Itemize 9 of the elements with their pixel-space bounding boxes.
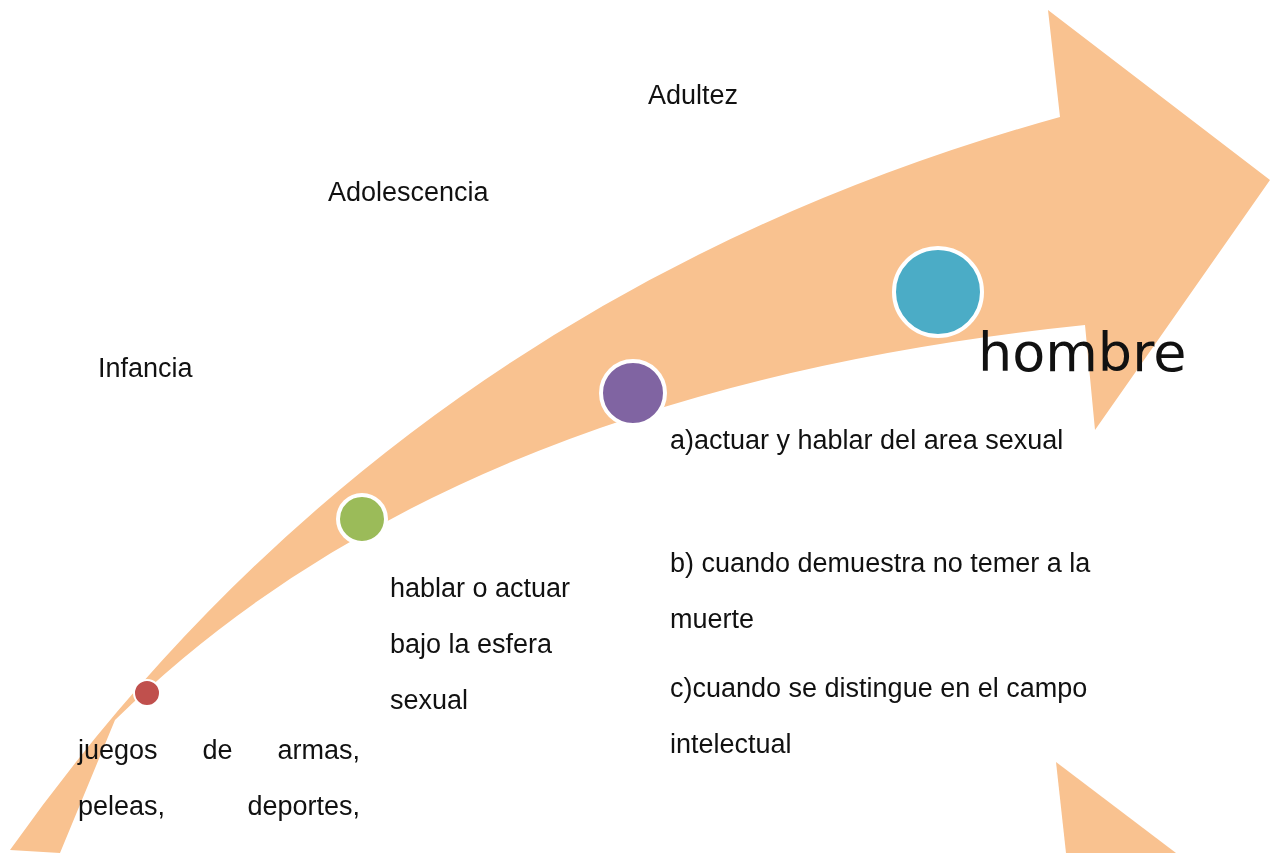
description-text: hablar o actuar bajo la esfera sexual: [390, 572, 572, 717]
description-text: a)actuar y hablar del area sexual: [670, 424, 1065, 457]
circle-marker: [133, 679, 161, 707]
stage-label: Infancia: [98, 352, 193, 385]
node-caption: hombre: [978, 320, 1188, 386]
stage-label: Adolescencia: [328, 176, 489, 209]
stage-label: Adultez: [648, 79, 739, 112]
description-text: juegos de armas, peleas, deportes,: [78, 734, 360, 823]
description-text: c)cuando se distingue en el campo intelectual: [670, 672, 1089, 761]
